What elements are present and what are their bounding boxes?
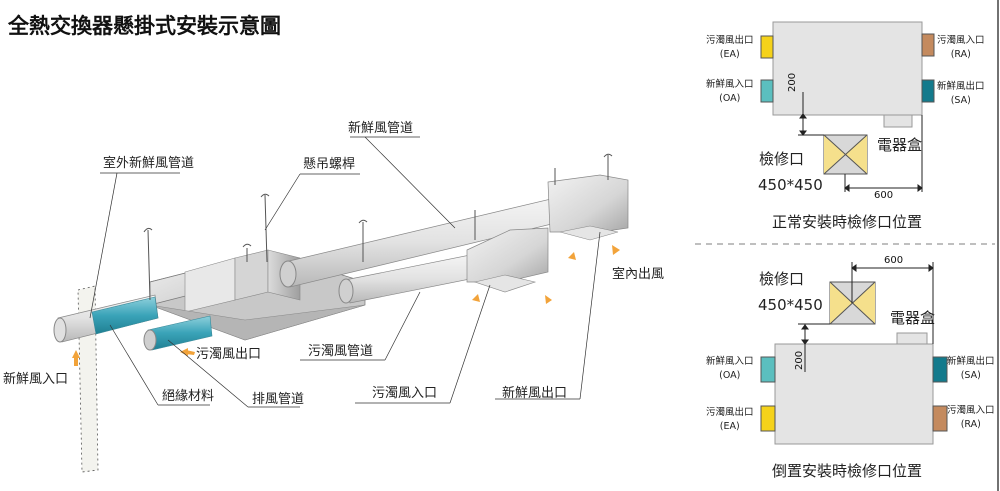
port-name: 污濁風出口 (706, 35, 754, 46)
port-ra (932, 405, 948, 432)
inverted-install-diagram (760, 262, 948, 445)
airflow-arrows (72, 245, 620, 366)
port-oa (760, 356, 776, 383)
unit-body (772, 21, 923, 116)
label-insulation: 絕緣材料 (162, 389, 215, 404)
port-sa (921, 79, 935, 103)
inverted-ea-label: 污濁風出口 (EA) (706, 406, 754, 434)
normal-dim-600: 600 (874, 190, 894, 201)
label-return-duct: 污濁風管道 (308, 344, 374, 359)
port-code: (EA) (719, 49, 740, 60)
port-ea (760, 35, 774, 59)
label-exhaust-duct: 排風管道 (252, 392, 305, 407)
normal-sa-label: 新鮮風出口 (SA) (937, 80, 985, 108)
normal-access-size: 450*450 (758, 176, 823, 194)
hanging-rods (143, 153, 613, 301)
install-position-diagrams (695, 0, 999, 491)
inverted-access-size: 450*450 (758, 296, 823, 314)
label-fresh-air-inlet: 新鮮風入口 (3, 372, 69, 387)
port-name: 污濁風出口 (706, 407, 754, 418)
return-inlet-box (466, 227, 549, 293)
normal-ea-label: 污濁風出口 (EA) (706, 34, 754, 62)
port-name: 新鮮風入口 (706, 79, 754, 90)
port-code: (OA) (719, 93, 741, 104)
electric-box (896, 332, 928, 345)
normal-install-diagram (760, 21, 935, 192)
dimension-lines (798, 262, 934, 372)
inverted-access-label: 檢修口 (759, 270, 805, 288)
access-panel (823, 134, 868, 175)
port-oa (760, 79, 774, 103)
port-code: (SA) (960, 370, 981, 381)
port-name: 污濁風入口 (947, 405, 995, 416)
unit-body (774, 343, 934, 445)
port-name: 新鮮風出口 (947, 356, 995, 367)
outdoor-fresh-duct (53, 294, 159, 343)
label-indoor-outlet: 室內出風 (612, 267, 665, 282)
normal-install-caption: 正常安裝時檢修口位置 (772, 213, 923, 231)
inverted-ra-label: 污濁風入口 (RA) (947, 404, 995, 432)
supply-outlet-box (547, 174, 629, 241)
normal-oa-label: 新鮮風入口 (OA) (706, 78, 754, 106)
port-name: 污濁風入口 (937, 35, 985, 46)
normal-dim-200: 200 (787, 72, 798, 92)
leader-lines (89, 136, 601, 408)
port-code: (EA) (719, 421, 740, 432)
inverted-oa-label: 新鮮風入口 (OA) (706, 355, 754, 383)
label-outdoor-fresh-duct: 室外新鮮風管道 (103, 156, 195, 171)
label-hanging-bolt: 懸吊螺桿 (303, 157, 356, 172)
installation-illustration (53, 136, 629, 473)
exhaust-duct (143, 315, 213, 351)
port-ea (760, 405, 776, 432)
port-name: 新鮮風入口 (706, 356, 754, 367)
port-sa (932, 356, 948, 383)
inverted-sa-label: 新鮮風出口 (SA) (947, 355, 995, 383)
inverted-dim-200: 200 (794, 350, 805, 370)
normal-access-label: 檢修口 (759, 150, 805, 168)
label-exhaust-outlet: 污濁風出口 (196, 347, 262, 362)
normal-ra-label: 污濁風入口 (RA) (937, 34, 985, 62)
label-fresh-air-outlet: 新鮮風出口 (502, 386, 568, 401)
inverted-dim-600: 600 (884, 255, 904, 266)
port-name: 新鮮風出口 (937, 81, 985, 92)
inverted-electric-box-label: 電器盒 (890, 309, 936, 327)
label-return-inlet: 污濁風入口 (372, 386, 438, 401)
port-code: (SA) (950, 95, 971, 106)
electric-box (883, 114, 913, 128)
port-code: (RA) (960, 419, 981, 430)
port-code: (OA) (719, 370, 741, 381)
page-title: 全熱交換器懸掛式安裝示意圖 (8, 14, 281, 38)
port-code: (RA) (950, 49, 971, 60)
port-ra (921, 33, 935, 57)
normal-electric-box-label: 電器盒 (877, 136, 923, 154)
label-fresh-air-duct: 新鮮風管道 (348, 121, 414, 136)
dimension-lines (798, 92, 923, 192)
inverted-install-caption: 倒置安裝時檢修口位置 (772, 462, 923, 480)
